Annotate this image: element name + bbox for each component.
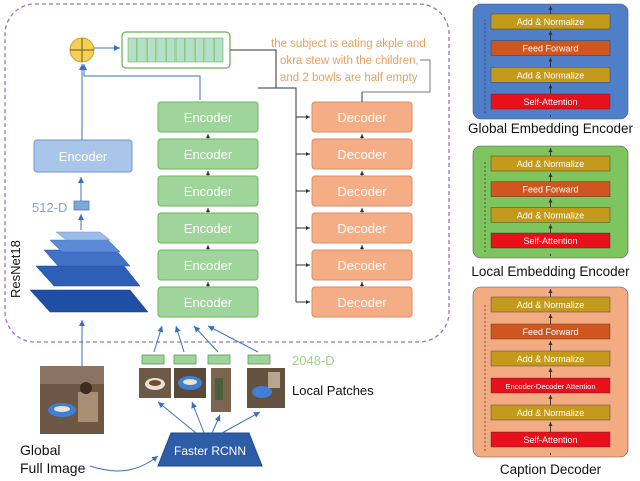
panel-block-label: Feed Forward — [522, 327, 578, 337]
embedding-cell — [137, 37, 147, 63]
panel-block-label: Add & Normalize — [517, 159, 585, 169]
decoder-block — [311, 286, 413, 318]
encoder-label: Encoder — [184, 221, 233, 236]
local-encoder-stack: EncoderEncoderEncoderEncoderEncoderEncod… — [157, 101, 259, 318]
panel-block-label: Add & Normalize — [517, 354, 585, 364]
faster-rcnn-label: Faster RCNN — [174, 444, 246, 458]
panel-block-label: Self-Attention — [523, 435, 577, 445]
panel-block — [490, 404, 611, 421]
panel-block — [490, 67, 611, 83]
caption-line-2: okra stew with the children, — [280, 55, 419, 67]
encoder-label: Encoder — [184, 147, 233, 162]
embedding-cell — [194, 37, 205, 63]
dim-512-label: 512-D — [32, 200, 67, 215]
resnet-layers — [29, 231, 149, 313]
panel-block — [490, 431, 611, 448]
local-patch-images — [139, 368, 285, 412]
embedding-cell — [127, 37, 137, 63]
embedding-cell — [214, 37, 224, 63]
global-image-label-line2: Full Image — [20, 460, 86, 476]
encoder-block — [157, 286, 259, 318]
panel-block-label: Feed Forward — [522, 185, 578, 195]
panel-block — [490, 40, 611, 56]
encoder-block — [157, 101, 259, 133]
encoder-block — [157, 249, 259, 281]
caption-line-1: the subject is eating akple and — [271, 38, 426, 50]
decoder-stack: DecoderDecoderDecoderDecoderDecoderDecod… — [311, 101, 413, 318]
panel-block-label: Add & Normalize — [517, 70, 585, 80]
embedding-cells — [127, 37, 224, 63]
panel-block — [490, 93, 611, 110]
decoder-label: Decoder — [337, 221, 387, 236]
dim-2048-label: 2048-D — [292, 353, 335, 368]
encoder-label: Encoder — [184, 110, 233, 125]
encoder-label: Encoder — [184, 258, 233, 273]
decoder-block — [311, 138, 413, 170]
decoder-label: Decoder — [337, 295, 387, 310]
panel-block — [490, 377, 611, 394]
panel-block — [490, 323, 611, 340]
decoder-block — [311, 175, 413, 207]
local-patches-label: Local Patches — [292, 383, 374, 398]
panel-block-label: Add & Normalize — [517, 17, 585, 27]
panel-block-label: Add & Normalize — [517, 210, 585, 220]
encoder-block — [157, 138, 259, 170]
panel-title: Global Embedding Encoder — [468, 121, 634, 136]
panel-block — [490, 207, 611, 223]
decoder-block — [311, 212, 413, 244]
encoder-decoder-connections — [230, 49, 431, 304]
panel-block — [490, 232, 611, 249]
decoder-label: Decoder — [337, 110, 387, 125]
panel-title: Local Embedding Encoder — [471, 264, 630, 279]
resnet-label: ResNet18 — [8, 240, 23, 298]
encoder-block — [157, 212, 259, 244]
embedding-cell — [146, 37, 157, 63]
panel-block — [490, 181, 611, 197]
encoder-block — [157, 175, 259, 207]
feature-vector-512 — [73, 200, 90, 211]
embedding-cell — [166, 37, 176, 63]
embedding-cell — [175, 37, 185, 63]
panel-block-label: Encoder-Decoder Attention — [505, 382, 595, 391]
decoder-label: Decoder — [337, 147, 387, 162]
panel-block-label: Feed Forward — [522, 44, 578, 54]
panel-block — [490, 350, 611, 367]
embedding-cell — [185, 37, 195, 63]
model-boundary — [4, 3, 450, 343]
panel-block-label: Add & Normalize — [517, 300, 585, 310]
decoder-label: Decoder — [337, 184, 387, 199]
panel-block-label: Add & Normalize — [517, 408, 585, 418]
encoder-label: Encoder — [184, 184, 233, 199]
panel-block-label: Self-Attention — [523, 97, 577, 107]
embedding-cell — [156, 37, 166, 63]
global-full-image — [40, 366, 104, 434]
decoder-label: Decoder — [337, 258, 387, 273]
encoder-label: Encoder — [184, 295, 233, 310]
decoder-block — [311, 249, 413, 281]
patch-feature-vectors — [141, 354, 271, 365]
global-encoder-label: Encoder — [59, 149, 108, 164]
caption-line-3: and 2 bowls are half empty — [280, 72, 418, 84]
embedding-cell — [204, 37, 214, 63]
global-image-label-line1: Global — [20, 442, 60, 458]
panel-title: Caption Decoder — [500, 462, 602, 477]
global-encoder-box — [33, 139, 133, 173]
panel-block-label: Self-Attention — [523, 236, 577, 246]
